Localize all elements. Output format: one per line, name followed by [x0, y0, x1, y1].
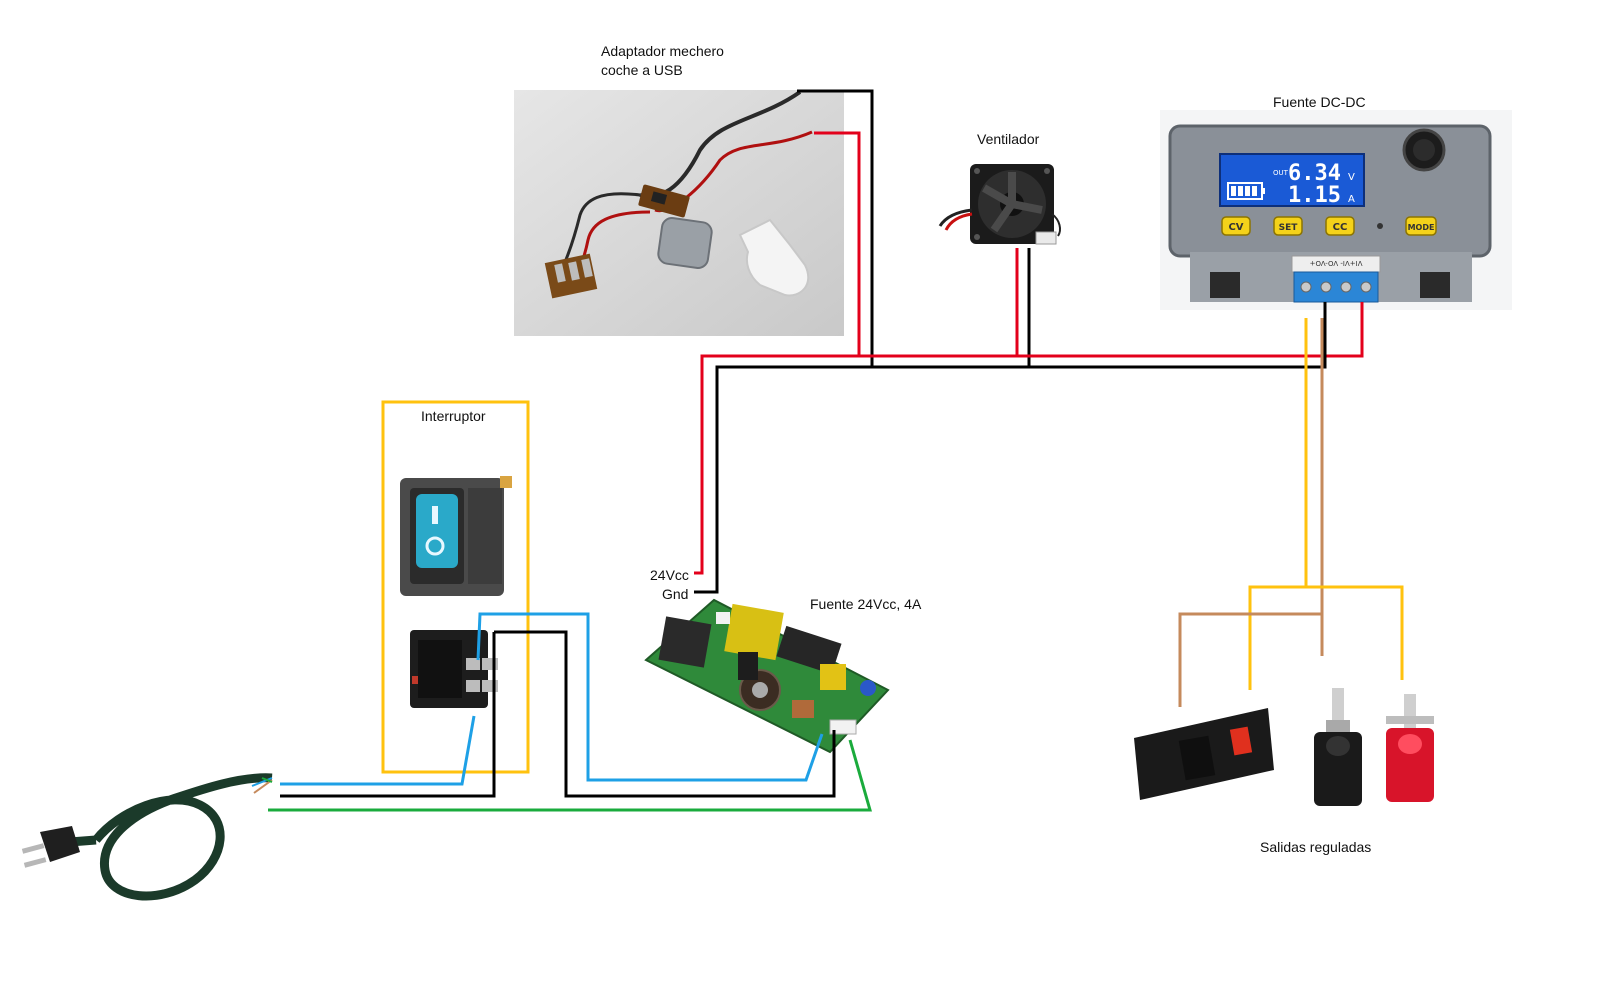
display-current: 1.15 [1288, 183, 1341, 208]
display-voltage: 6.34 [1288, 161, 1341, 186]
display-current-unit: A [1348, 194, 1355, 205]
label-gnd: Gnd [662, 586, 689, 602]
label-psu: Fuente 24Vcc, 4A [810, 596, 922, 612]
label-fan: Ventilador [977, 131, 1040, 147]
wire-brown-split [1178, 612, 1322, 707]
label-24vcc: 24Vcc [650, 567, 689, 583]
wire-bus-red [694, 302, 1364, 575]
rocker-switch-image [400, 476, 512, 708]
battery-icon [1227, 182, 1265, 200]
wire-ac-blue-out [476, 612, 824, 782]
power-plug-image [21, 773, 273, 901]
label-outputs: Salidas reguladas [1260, 839, 1372, 855]
switch-box [381, 400, 530, 774]
label-adapter-line1: Adaptador mechero [601, 43, 724, 59]
label-adapter-line2: coche a USB [601, 62, 683, 78]
button-set: SET [1279, 223, 1299, 233]
dcdc-module-image: OUT 6.34 V 1.15 A CV SET CC MODE VI+VI- … [1160, 110, 1512, 310]
display-out-tag: OUT [1273, 169, 1289, 177]
binding-posts-image [1134, 688, 1434, 806]
fan-image [938, 164, 1061, 245]
label-dcdc: Fuente DC-DC [1273, 94, 1366, 110]
wire-ac-green [268, 739, 872, 812]
terminal-label: VI+VI- VO-VO+ [1309, 259, 1362, 267]
wire-usb-black [797, 89, 874, 367]
knob-icon [1402, 128, 1446, 172]
psu-board-image [644, 598, 890, 754]
label-switch: Interruptor [421, 408, 486, 424]
wire-yellow-split [1248, 585, 1404, 690]
wire-usb-red [814, 131, 861, 356]
car-usb-adapter-image [514, 90, 844, 336]
button-cc: CC [1333, 222, 1348, 233]
wire-ac-blue-in [280, 715, 476, 786]
wire-bus-black [694, 302, 1327, 594]
button-cv: CV [1228, 222, 1243, 233]
button-mode: MODE [1408, 223, 1435, 232]
wire-ac-black-out [494, 630, 836, 798]
wire-ac-black-in [280, 632, 496, 798]
display-voltage-unit: V [1348, 172, 1355, 183]
